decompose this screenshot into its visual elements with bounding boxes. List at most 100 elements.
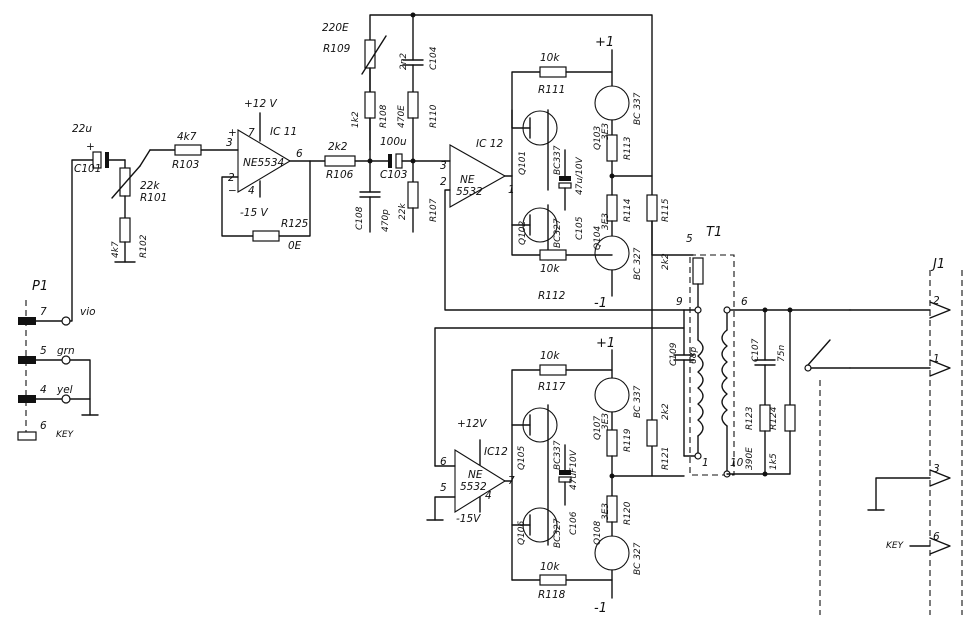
svg-text:R108: R108 <box>379 104 389 128</box>
r103-value: 4k7 <box>177 131 197 143</box>
r101-value: 22k <box>140 180 160 192</box>
svg-text:1k5: 1k5 <box>769 453 779 470</box>
svg-text:+: + <box>86 141 95 153</box>
wire-grn-label: grn <box>57 345 75 357</box>
svg-text:R118: R118 <box>538 589 566 601</box>
p1-pin5: 5 <box>40 345 47 357</box>
svg-text:10k: 10k <box>540 52 560 64</box>
r106-label: R106 <box>326 169 354 181</box>
upper-plus1: +1 <box>595 35 614 50</box>
c109-capacitor: C109 68p <box>651 306 702 460</box>
svg-text:390E: 390E <box>745 447 755 470</box>
svg-text:47uF10V: 47uF10V <box>569 449 579 490</box>
svg-text:Q103: Q103 <box>593 125 603 150</box>
svg-text:Q101: Q101 <box>518 151 528 175</box>
wire-vio-label: vio <box>80 306 96 318</box>
svg-text:2n2: 2n2 <box>399 53 409 70</box>
ic12a-label: IC 12 <box>476 138 503 150</box>
svg-text:BC327: BC327 <box>553 218 563 248</box>
svg-text:R115: R115 <box>661 198 671 222</box>
svg-text:22k: 22k <box>398 203 408 220</box>
svg-text:7: 7 <box>508 475 515 487</box>
svg-text:Q105: Q105 <box>517 445 527 470</box>
svg-text:R113: R113 <box>623 136 633 160</box>
ic11-opamp: NE5534 IC 11 3 2 6 7 4 +12 V -15 V R125 … <box>221 98 326 252</box>
ic12b-label: IC12 <box>484 446 508 458</box>
svg-text:NE: NE <box>460 174 475 186</box>
svg-text:2k2: 2k2 <box>661 253 671 270</box>
p1-label: P1 <box>32 279 48 294</box>
svg-text:R120: R120 <box>623 501 633 525</box>
svg-text:4: 4 <box>485 490 492 502</box>
upper-output-stage: 10k R111 Q101 BC337 Q102 BC327 47u/10V C… <box>511 35 694 311</box>
svg-text:3: 3 <box>933 463 940 475</box>
svg-text:R119: R119 <box>623 428 633 452</box>
r106-value: 2k2 <box>328 141 348 153</box>
p1-key-label: KEY <box>56 430 75 440</box>
svg-text:6: 6 <box>741 296 748 308</box>
svg-text:3E3: 3E3 <box>601 213 611 230</box>
svg-text:R117: R117 <box>538 381 566 393</box>
svg-text:Q104: Q104 <box>593 225 603 250</box>
ic12-lower-opamp: NE 5532 IC12 6 5 7 4 +12V -15V <box>426 418 515 525</box>
svg-text:+1: +1 <box>596 336 615 351</box>
ic11-minus15v: -15 V <box>240 207 268 219</box>
svg-text:R107: R107 <box>429 198 439 222</box>
svg-text:3: 3 <box>226 137 233 149</box>
svg-text:470E: 470E <box>397 105 407 128</box>
r102-label: R102 <box>139 234 149 258</box>
svg-text:470p: 470p <box>381 209 391 232</box>
secondary-network: C107 75n R123 390E R124 1k5 <box>723 306 851 478</box>
svg-text:6: 6 <box>933 531 940 543</box>
c101-label: C101 <box>74 163 101 175</box>
svg-text:C103: C103 <box>380 169 407 181</box>
input-stage: 22u C101 + 22k R101 4k7 R102 4k7 R103 <box>72 123 239 263</box>
svg-text:R112: R112 <box>538 290 566 302</box>
svg-text:+: + <box>228 127 237 139</box>
svg-text:5532: 5532 <box>456 186 483 198</box>
svg-text:100u: 100u <box>380 136 407 148</box>
svg-text:9: 9 <box>676 296 683 308</box>
connector-p1: P1 7 5 4 6 vio grn yel KEY <box>17 159 99 441</box>
svg-text:10k: 10k <box>540 561 560 573</box>
ic11-plus12v: +12 V <box>244 98 277 110</box>
svg-text:6: 6 <box>440 456 447 468</box>
r103-label: R103 <box>172 159 199 171</box>
svg-text:BC 327: BC 327 <box>633 247 643 280</box>
svg-text:5: 5 <box>440 482 447 494</box>
svg-text:R124: R124 <box>769 406 779 430</box>
svg-text:7: 7 <box>248 127 255 139</box>
svg-text:75n: 75n <box>777 345 787 362</box>
svg-text:Q102: Q102 <box>518 220 528 245</box>
svg-text:BC337: BC337 <box>553 440 563 470</box>
svg-text:R114: R114 <box>623 198 633 222</box>
svg-text:R110: R110 <box>429 104 439 128</box>
svg-text:2: 2 <box>228 172 235 184</box>
svg-text:Q106: Q106 <box>517 520 527 545</box>
svg-text:3E3: 3E3 <box>601 503 611 520</box>
svg-text:Q107: Q107 <box>593 415 603 440</box>
svg-text:BC 337: BC 337 <box>633 92 643 125</box>
svg-text:-1: -1 <box>594 601 607 616</box>
svg-text:C104: C104 <box>429 46 439 70</box>
svg-text:BC337: BC337 <box>553 145 563 175</box>
svg-text:1k2: 1k2 <box>351 111 361 128</box>
svg-text:BC327: BC327 <box>553 518 563 548</box>
svg-text:C109: C109 <box>669 342 679 366</box>
p1-pin6: 6 <box>40 420 47 432</box>
upper-minus1: -1 <box>594 296 607 311</box>
svg-text:NE: NE <box>468 469 483 481</box>
svg-text:3: 3 <box>440 160 447 172</box>
svg-text:+12V: +12V <box>457 418 487 430</box>
svg-text:−: − <box>228 185 237 197</box>
c101-value: 22u <box>72 123 92 135</box>
svg-text:68p: 68p <box>689 347 699 364</box>
r102-value: 4k7 <box>111 241 121 258</box>
r125-value: 0E <box>288 240 302 252</box>
p1-pin7: 7 <box>40 306 47 318</box>
svg-text:R121: R121 <box>661 447 671 470</box>
svg-text:2: 2 <box>440 176 447 188</box>
svg-text:C108: C108 <box>355 206 365 230</box>
svg-text:3E3: 3E3 <box>601 123 611 140</box>
